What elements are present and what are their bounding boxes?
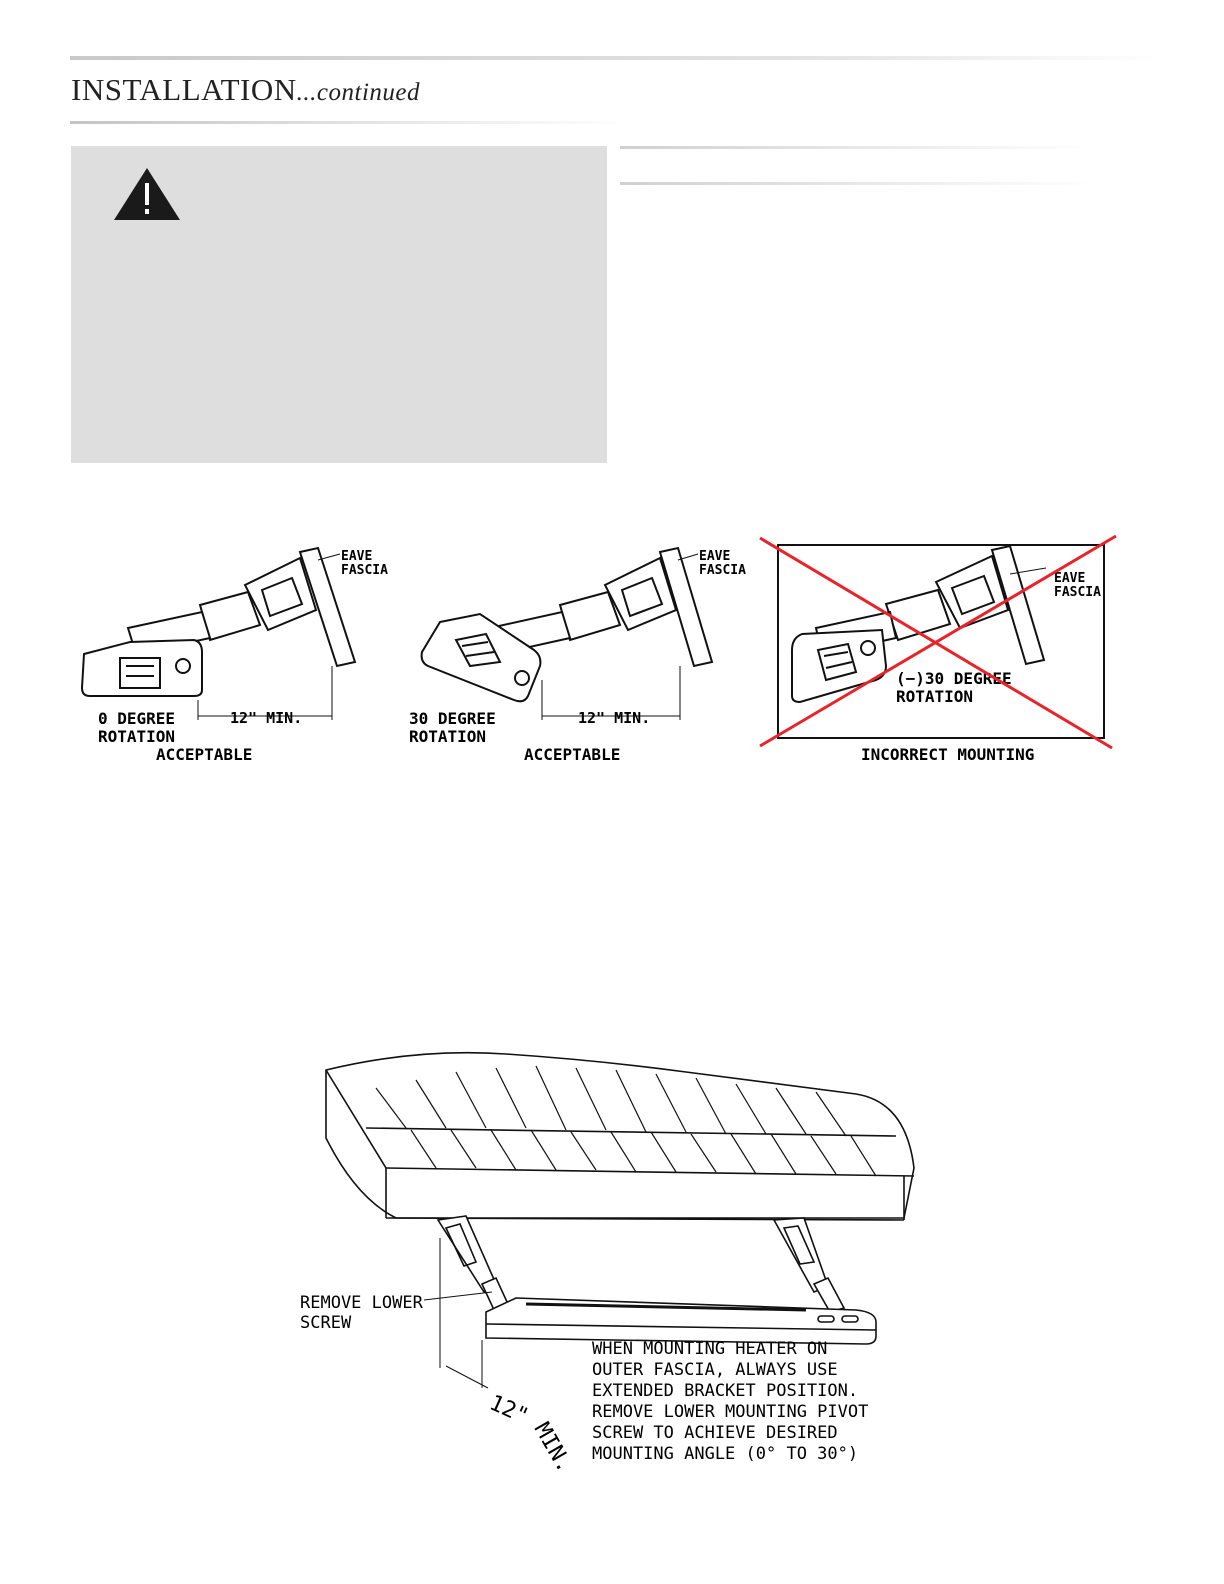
fig4-note-line: WHEN MOUNTING HEATER ON (592, 1339, 827, 1359)
diagram-incorrect-mounting: EAVE FASCIA (−)30 DEGREE ROTATION INCORR… (759, 534, 1117, 764)
fig4-note-line: OUTER FASCIA, ALWAYS USE (592, 1360, 838, 1380)
fig4-clearance-label-2: MIN. (529, 1419, 577, 1477)
diagram-30-degree-rotation: EAVE FASCIA 12" MIN. 30 DEGREE ROTATION … (409, 546, 746, 764)
warning-triangle-icon (114, 168, 180, 220)
diagram-outer-fascia-mounting: REMOVE LOWER SCREW 12" MIN. WHEN MOUNTIN… (300, 1051, 915, 1477)
fig4-note-line: REMOVE LOWER MOUNTING PIVOT (592, 1402, 868, 1422)
fig2-fascia-label: EAVE (699, 549, 730, 564)
fig3-verdict: INCORRECT MOUNTING (861, 745, 1034, 764)
fig2-rotation-line-2: ROTATION (409, 727, 486, 746)
header-top-rule (70, 56, 1160, 60)
fig4-note: WHEN MOUNTING HEATER ON OUTER FASCIA, AL… (592, 1339, 868, 1464)
fig4-note-line: SCREW TO ACHIEVE DESIRED (592, 1423, 838, 1443)
fig3-rotation-line-2: ROTATION (896, 687, 973, 706)
fig2-fascia-label-2: FASCIA (699, 563, 746, 578)
incorrect-cross-stroke-2 (759, 534, 1117, 748)
fig3-fascia-label: EAVE (1054, 571, 1085, 586)
fig1-rotation-line-2: ROTATION (98, 727, 175, 746)
fig3-fascia-label-2: FASCIA (1054, 585, 1101, 600)
diagram-0-degree-rotation: EAVE FASCIA 12" MIN. 0 DEGREE ROTATION A… (80, 546, 388, 764)
fig1-clearance-label: 12" MIN. (230, 709, 302, 727)
warning-box (71, 146, 607, 463)
fig4-clearance-label: 12" (486, 1391, 532, 1430)
column-rule-top (620, 146, 1096, 149)
fig1-fascia-label: EAVE (341, 549, 372, 564)
fig1-rotation-line-1: 0 DEGREE (98, 709, 175, 728)
fig2-rotation-line-1: 30 DEGREE (409, 709, 496, 728)
fig4-note-line: MOUNTING ANGLE (0° TO 30°) (592, 1444, 858, 1464)
fig3-rotation-line-1: (−)30 DEGREE (896, 669, 1012, 688)
fig4-note-line: EXTENDED BRACKET POSITION. (592, 1381, 858, 1401)
page-title: INSTALLATION...continued (71, 72, 420, 107)
fig2-verdict: ACCEPTABLE (524, 745, 620, 764)
page-title-suffix: ...continued (296, 79, 420, 106)
fig1-verdict: ACCEPTABLE (156, 745, 252, 764)
fig1-fascia-label-2: FASCIA (341, 563, 388, 578)
fig4-callout-line-2: SCREW (300, 1313, 352, 1333)
fig4-callout-line-1: REMOVE LOWER (300, 1293, 424, 1313)
fig2-clearance-label: 12" MIN. (578, 709, 650, 727)
header-bottom-rule (70, 121, 630, 124)
column-rule-bottom (620, 182, 1096, 185)
